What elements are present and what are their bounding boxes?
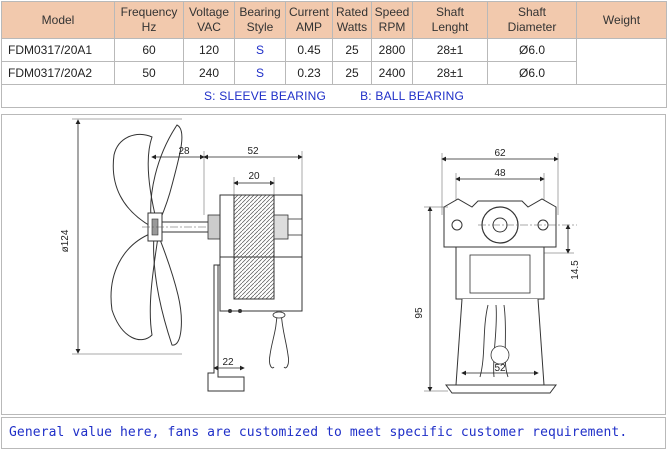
front-view: 62 48 14.5 [414, 148, 581, 394]
overall-length-label: 52 [247, 146, 259, 157]
motor-lower-frame [219, 257, 303, 312]
cell-model: FDM0317/20A1 [1, 38, 115, 62]
technical-drawing: ø124 28 52 [60, 118, 581, 394]
cell-current: 0.45 [285, 38, 333, 62]
lead-wire [280, 310, 289, 369]
footer-note-bar: General value here, fans are customized … [1, 417, 666, 449]
fan-blade [153, 234, 182, 346]
side-view: ø124 28 52 [60, 118, 303, 392]
header-model: Model [1, 1, 115, 39]
cell-speed: 2400 [371, 61, 413, 85]
wire-grommet [272, 311, 286, 319]
fan-blade [110, 232, 159, 341]
cell-bearing-style: S [234, 61, 286, 85]
bearing-housing [207, 214, 221, 240]
cell-shaft-length: 28±1 [412, 61, 488, 85]
cell-frequency: 50 [114, 61, 184, 85]
fan-diameter-label: ø124 [60, 229, 71, 252]
fan-blade [112, 133, 158, 228]
total-width-label: 62 [494, 148, 506, 159]
lead-wire [269, 310, 278, 369]
stator-coil [233, 194, 275, 300]
coil-width-label: 20 [248, 171, 260, 182]
cell-rated-watts: 25 [332, 38, 372, 62]
front-coil [469, 254, 531, 294]
technical-drawing-panel: ø124 28 52 [1, 114, 666, 415]
front-grommet [490, 345, 510, 365]
cell-model: FDM0317/20A2 [1, 61, 115, 85]
front-base [445, 384, 557, 394]
bearing-legend: S: SLEEVE BEARING B: BALL BEARING [1, 84, 667, 108]
mounting-bracket [207, 264, 245, 392]
cell-voltage: 120 [183, 38, 235, 62]
cell-shaft-length: 28±1 [412, 38, 488, 62]
cell-weight [576, 38, 667, 85]
fan-blade [150, 124, 183, 228]
cell-shaft-diameter: Ø6.0 [487, 38, 577, 62]
customization-note: General value here, fans are customized … [9, 425, 628, 440]
cell-rated-watts: 25 [332, 61, 372, 85]
header-weight: Weight [576, 1, 667, 39]
cell-frequency: 60 [114, 38, 184, 62]
cell-shaft-diameter: Ø6.0 [487, 61, 577, 85]
cell-speed: 2800 [371, 38, 413, 62]
cell-current: 0.23 [285, 61, 333, 85]
shaft-height-label: 14.5 [570, 260, 581, 280]
rear-cap [287, 218, 303, 236]
cell-bearing-style: S [234, 38, 286, 62]
legend-row: S: SLEEVE BEARING B: BALL BEARING [1, 84, 667, 108]
bracket-foot-label: 22 [222, 357, 234, 368]
table-row: FDM0317/20A2 50 240 S 0.23 25 2400 28±1 … [1, 61, 667, 85]
total-height-label: 95 [414, 307, 425, 319]
table-row: FDM0317/20A1 60 120 S 0.45 25 2800 28±1 … [1, 38, 667, 85]
mount-hole [451, 219, 463, 231]
rear-bearing [273, 214, 289, 240]
legend-sleeve-bearing: S: SLEEVE BEARING [203, 89, 327, 103]
rivet [238, 309, 242, 313]
cell-voltage: 240 [183, 61, 235, 85]
base-width-label: 52 [494, 363, 506, 374]
legend-ball-bearing: B: BALL BEARING [360, 89, 465, 103]
fan-offset-label: 28 [178, 146, 190, 157]
rivet [228, 309, 232, 313]
mount-spacing-label: 48 [494, 168, 506, 179]
